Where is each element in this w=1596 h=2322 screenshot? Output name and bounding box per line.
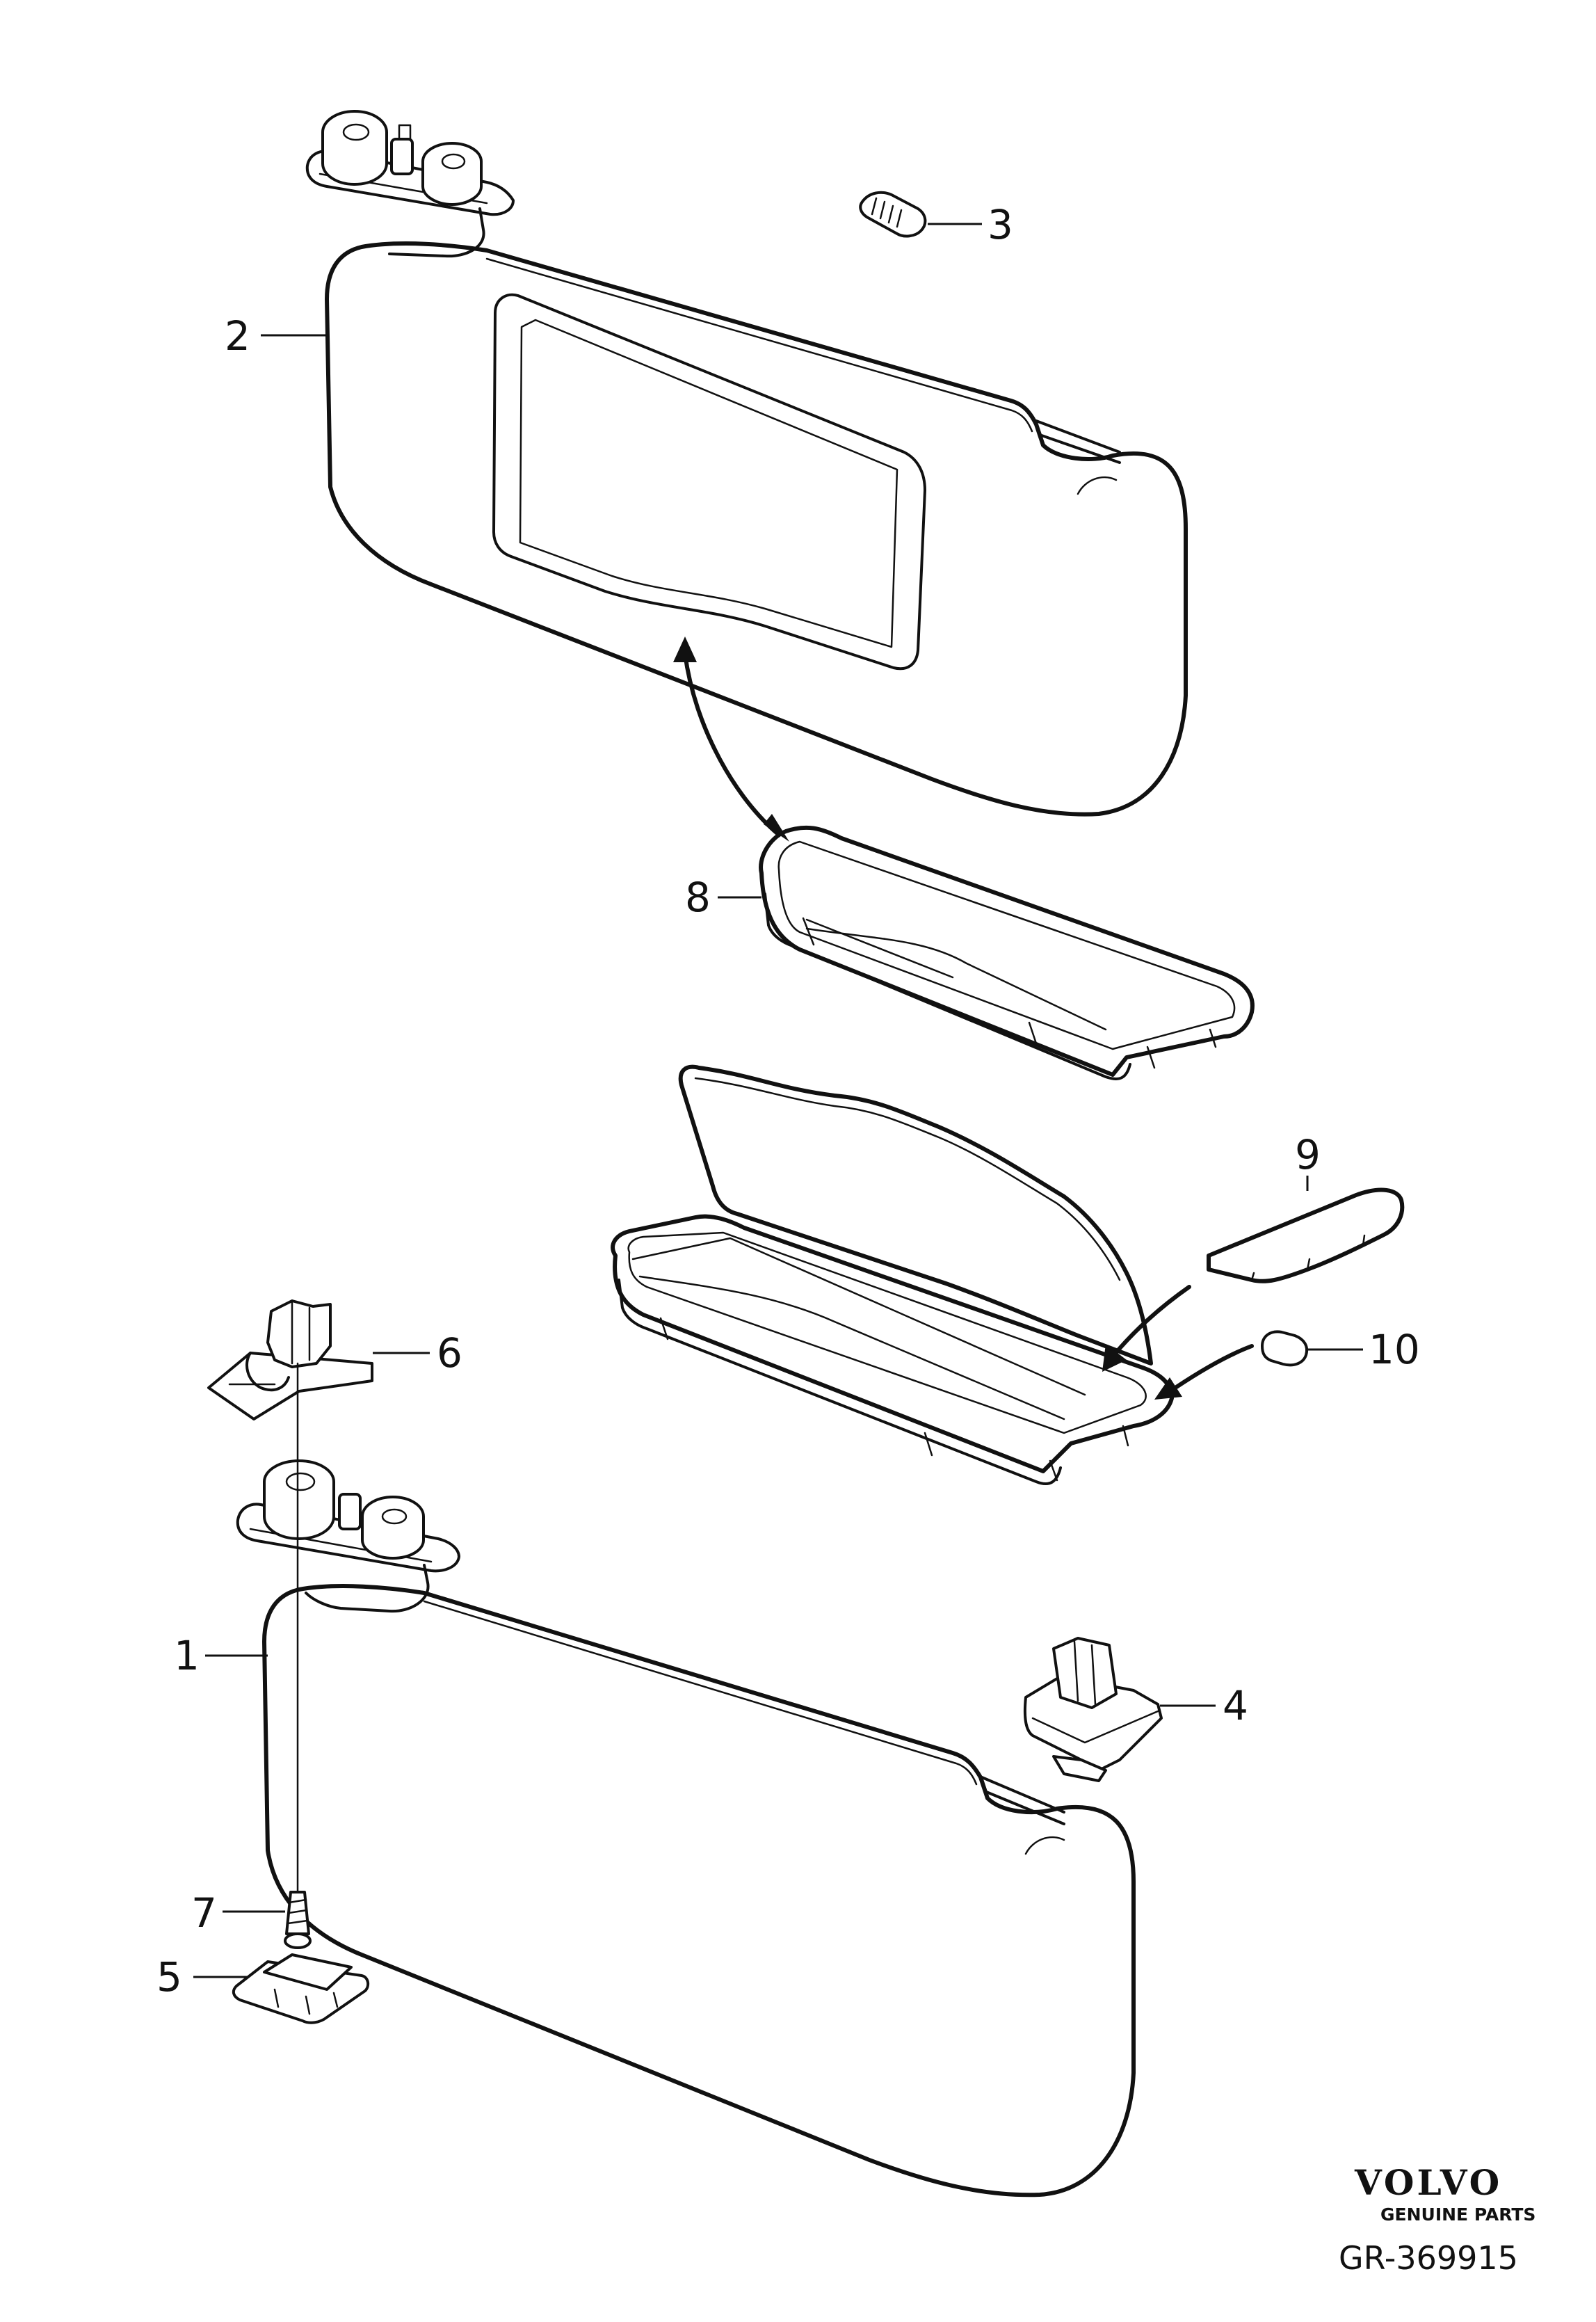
cap-part-5 <box>232 1953 370 2024</box>
sun-visor-upper <box>325 241 1188 817</box>
callout-7: 7 <box>191 1889 217 1937</box>
callout-6: 6 <box>437 1329 462 1377</box>
sun-visor-lower <box>262 1584 1136 2197</box>
bulb-part-10 <box>1261 1330 1309 1367</box>
visor-mount-bracket-lower <box>236 1362 460 1900</box>
callout-9: 9 <box>1295 1131 1321 1178</box>
assembly-arrow-mirror <box>673 636 789 842</box>
callout-4: 4 <box>1223 1682 1248 1729</box>
callout-1: 1 <box>174 1632 200 1679</box>
mirror-with-cover-assembly <box>611 1064 1174 1486</box>
vanity-mirror-part-8 <box>759 825 1255 1080</box>
cover-plate-part-9 <box>1207 1187 1405 1283</box>
bulb-part-3 <box>859 191 927 238</box>
visor-mount-bracket-upper <box>305 110 515 258</box>
diagram-reference: GR-369915 <box>1339 2239 1518 2277</box>
callout-5: 5 <box>156 1953 182 2001</box>
genuine-parts-label: GENUINE PARTS <box>1380 2204 1535 2225</box>
visor-holder-part-4 <box>1023 1637 1163 1782</box>
screw-part-7 <box>284 1891 312 1949</box>
volvo-logo: VOLVO <box>1354 2162 1502 2203</box>
callout-10: 10 <box>1369 1326 1420 1373</box>
callout-3: 3 <box>988 201 1013 248</box>
callout-2: 2 <box>225 312 250 360</box>
callout-8: 8 <box>685 874 711 921</box>
callout-leaders <box>193 223 1363 1978</box>
clip-part-6 <box>207 1299 373 1420</box>
assembly-arrows-9-10 <box>1102 1285 1254 1400</box>
